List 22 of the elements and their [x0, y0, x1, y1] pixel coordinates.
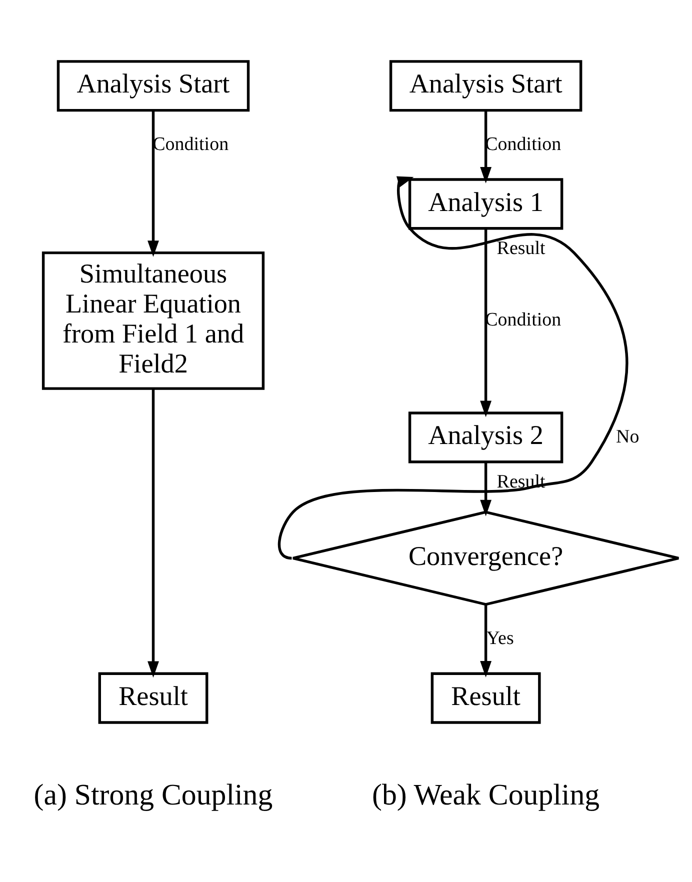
- node-box: Result: [98, 672, 208, 724]
- arrow: [148, 388, 159, 678]
- node-box: Result: [430, 672, 541, 724]
- node-box: Analysis Start: [56, 60, 250, 112]
- label: Result: [496, 238, 546, 259]
- arrow: [480, 110, 492, 183]
- arrow: [480, 604, 492, 677]
- node-box: Simultaneous Linear Equation from Field 1 and Field2: [42, 250, 265, 390]
- edge-label: No: [616, 426, 640, 447]
- label: (a) Strong Coupling: [34, 778, 273, 812]
- edge-label: Condition: [152, 133, 229, 154]
- node-box: Analysis 1: [408, 178, 564, 230]
- arrow: [480, 228, 492, 417]
- edge-label: Yes: [486, 628, 514, 649]
- node-box: Analysis Start: [389, 60, 582, 112]
- node-diamond: Convergence?: [292, 510, 680, 606]
- edge-label: Condition: [485, 133, 562, 154]
- arrow: [148, 110, 159, 256]
- edge-label: Condition: [485, 309, 562, 330]
- arrow: [480, 462, 492, 516]
- label: (b) Weak Coupling: [372, 778, 600, 812]
- node-box: Analysis 2: [408, 411, 564, 463]
